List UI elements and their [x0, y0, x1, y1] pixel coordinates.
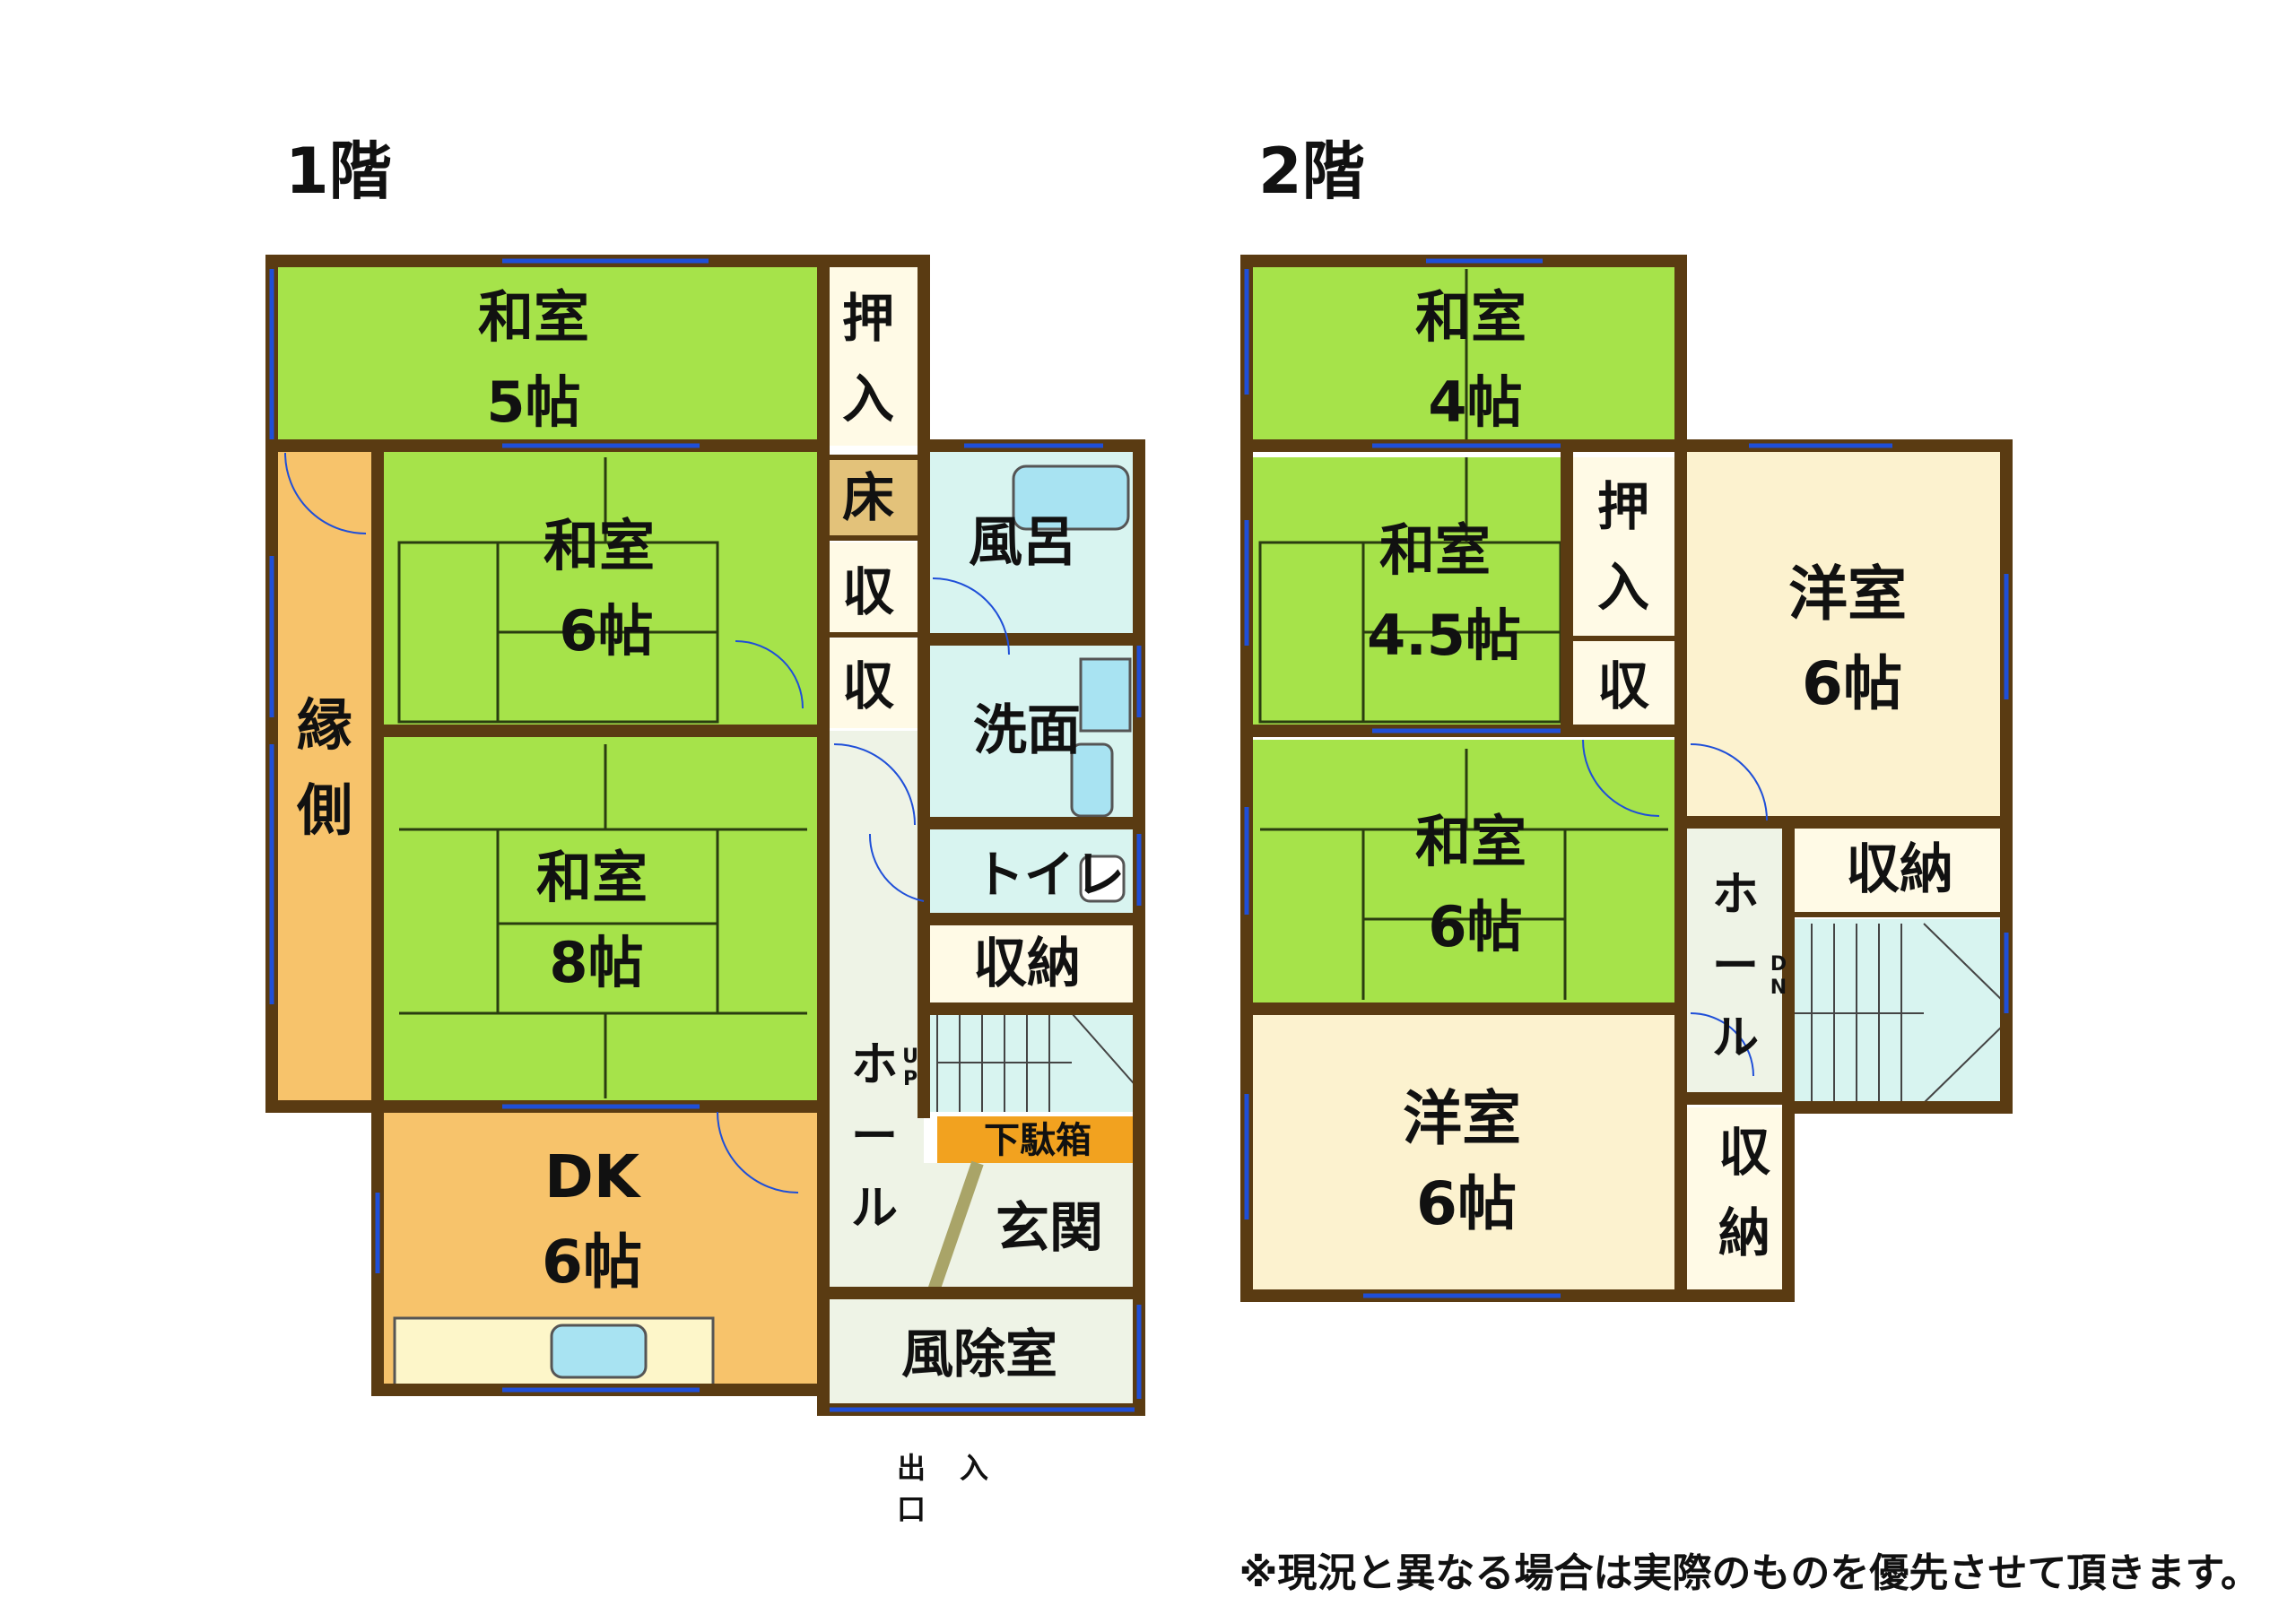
hall-2f-floor	[1681, 822, 1788, 1094]
label-senmen: 洗面	[973, 699, 1081, 762]
shuno-bottom-floor	[1681, 1107, 1788, 1296]
engawa-door-swing	[284, 452, 367, 534]
engawa-floor	[272, 446, 378, 1107]
label-hall2-c1: ホ	[1712, 868, 1759, 922]
label-hall1-c1: ホ	[851, 1038, 898, 1092]
label-shuno-right: 収納	[1846, 838, 1953, 901]
washing-machine	[1070, 742, 1114, 818]
oshiire-2f	[1567, 457, 1681, 637]
bathtub	[1012, 464, 1130, 531]
yoshitsu-top-floor	[1681, 446, 2006, 822]
washitsu-6-2f-floor	[1247, 740, 1681, 1009]
floor-2-title: 2階	[1258, 135, 1365, 208]
label-shu1: 収	[842, 561, 894, 622]
hall-1f-floor	[823, 731, 924, 1293]
label-washitsu8-size: 8帖	[549, 930, 643, 995]
washitsu-5-floor	[272, 261, 823, 446]
wash-basin	[1079, 657, 1132, 733]
label-washitsu8-name: 和室	[536, 845, 648, 910]
label-up-p: P	[903, 1068, 918, 1090]
floor-1-title: 1階	[285, 135, 392, 208]
label-fujoshitsu: 風除室	[901, 1324, 1057, 1384]
label-oshiire1-l2: 入	[842, 369, 894, 430]
label-washitsu6-2f-name: 和室	[1415, 809, 1526, 874]
label-washitsu5-name: 和室	[478, 284, 589, 350]
stairs-1f	[936, 1012, 1140, 1112]
label-toko: 床	[842, 467, 894, 528]
label-hall1-c2: ー	[851, 1110, 898, 1164]
shu-1-floor	[823, 542, 924, 632]
shuno-right-floor	[1788, 822, 2006, 912]
label-washitsu5-size: 5帖	[486, 369, 580, 435]
washitsu-8-floor	[378, 731, 823, 1107]
genkan-step	[926, 1160, 984, 1296]
label-washitsu45-name: 和室	[1379, 517, 1491, 583]
entrance-label: 出入口	[897, 1451, 1023, 1526]
label-yoshitsu-bottom-size: 6帖	[1416, 1169, 1517, 1238]
label-engawa-l1: 縁	[297, 692, 352, 758]
fujoshitsu-floor	[823, 1293, 1139, 1410]
label-washitsu4-size: 4帖	[1428, 369, 1522, 435]
label-oshiire2-l2: 入	[1597, 557, 1649, 618]
label-shuno-bottom-l1: 収	[1718, 1122, 1770, 1183]
label-up-u: U	[902, 1046, 918, 1068]
label-yoshitsu-top-name: 洋室	[1788, 560, 1907, 629]
thin-walls-1f	[823, 455, 924, 638]
disclaimer-note: ※現況と異なる場合は実際のものを優先させて頂きます。	[1239, 1550, 2260, 1596]
label-shu2: 収	[842, 655, 894, 716]
label-oshiire1-l1: 押	[842, 288, 894, 349]
label-toilet: トイレ	[974, 846, 1125, 905]
tatami-lines-2f	[1258, 269, 1668, 1000]
label-dn-n: N	[1770, 976, 1787, 999]
first-floor	[265, 255, 1145, 1416]
second-floor	[1240, 255, 2013, 1302]
toilet-bowl	[1079, 855, 1126, 903]
label-yoshitsu-bottom-name: 洋室	[1403, 1084, 1521, 1153]
label-hall2-c3: ル	[1712, 1011, 1759, 1065]
label-shuno-bottom-l2: 納	[1718, 1202, 1770, 1263]
label-washitsu4-name: 和室	[1415, 284, 1526, 350]
door-swings-1f	[717, 577, 1010, 1193]
label-washitsu6-size: 6帖	[559, 598, 653, 664]
kitchen-sink	[550, 1324, 648, 1379]
label-dn-d: D	[1770, 953, 1787, 976]
label-getabako: 下駄箱	[984, 1120, 1091, 1161]
windows-2f	[1244, 258, 2009, 1298]
label-washitsu6-name: 和室	[544, 513, 655, 578]
label-washitsu6-2f-size: 6帖	[1428, 894, 1522, 959]
label-shuno-1f: 収納	[973, 933, 1081, 995]
label-dk-size: 6帖	[542, 1228, 642, 1297]
label-engawa-l2: 側	[296, 777, 352, 843]
shuno-1f-floor	[924, 919, 1139, 1009]
washitsu-4-floor	[1247, 261, 1681, 446]
shu-2-floor	[823, 638, 924, 728]
yoshitsu-bottom-floor	[1247, 1009, 1681, 1296]
label-oshiire2-l1: 押	[1597, 476, 1649, 537]
oshiire-1f	[823, 261, 924, 446]
label-hall2-c2: ー	[1712, 940, 1759, 994]
toko-floor	[823, 457, 924, 536]
door-swings-2f	[1582, 739, 1768, 1077]
walls-1f	[265, 255, 1145, 1416]
thin-walls-2f	[1567, 636, 2006, 917]
getabako-floor	[937, 1116, 1139, 1163]
label-dk-name: DK	[544, 1142, 642, 1211]
washitsu-45-floor	[1247, 457, 1567, 728]
label-furo: 風呂	[969, 511, 1076, 574]
label-shu-2f: 収	[1597, 655, 1649, 716]
shu-2f	[1567, 641, 1681, 728]
tatami-lines-1f	[397, 457, 807, 1098]
label-genkan: 玄関	[996, 1197, 1103, 1260]
label-yoshitsu-top-size: 6帖	[1802, 649, 1902, 718]
label-hall1-c3: ル	[851, 1182, 898, 1236]
windows-1f	[269, 258, 1142, 1412]
stairs-2f	[1788, 923, 2007, 1104]
label-washitsu45-size: 4.5帖	[1367, 603, 1521, 668]
washitsu-6-floor	[378, 446, 823, 731]
